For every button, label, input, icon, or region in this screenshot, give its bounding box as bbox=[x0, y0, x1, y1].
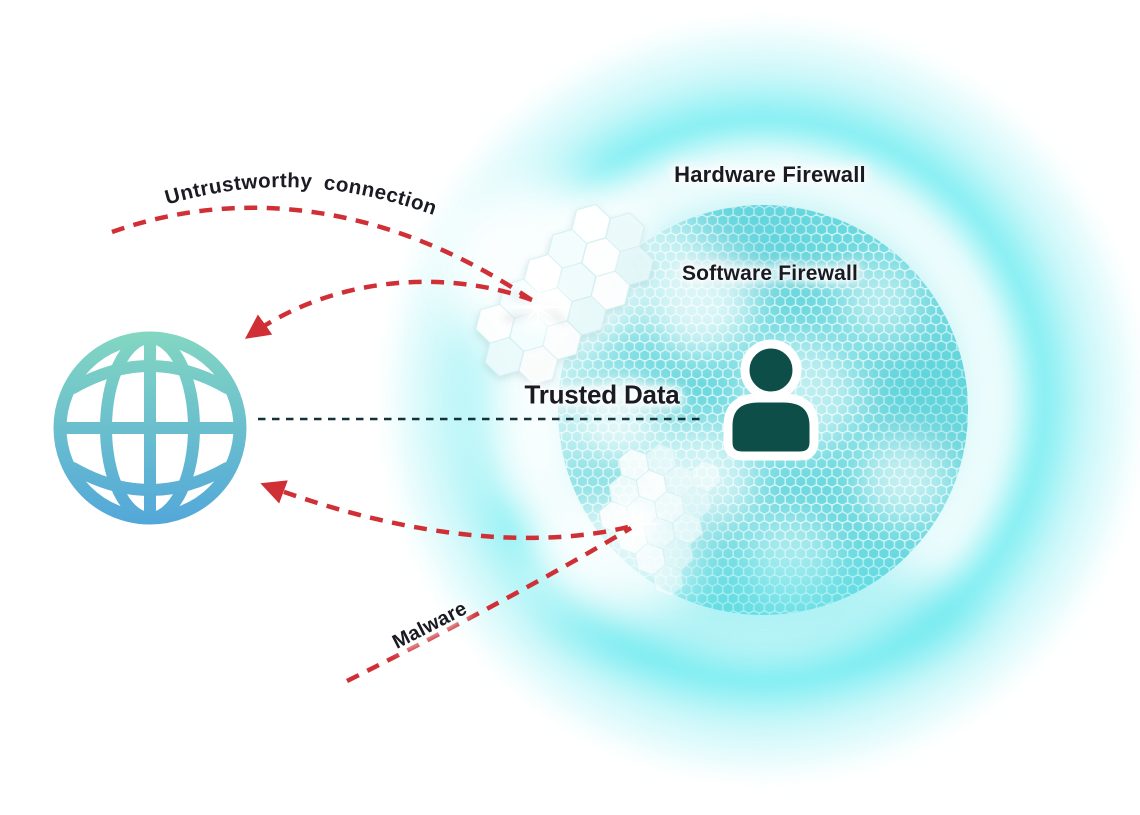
globe-icon bbox=[53, 331, 247, 525]
untrustworthy-connection-line bbox=[111, 205, 538, 305]
user-icon bbox=[723, 339, 819, 461]
software-firewall-label: Software Firewall bbox=[681, 262, 859, 285]
blocked-connection-arrow bbox=[244, 279, 533, 339]
danger-lines bbox=[111, 205, 633, 684]
trusted-data-label: Trusted Data bbox=[524, 379, 680, 410]
malware-line bbox=[345, 526, 633, 684]
hardware-firewall-label: Hardware Firewall bbox=[674, 162, 866, 187]
